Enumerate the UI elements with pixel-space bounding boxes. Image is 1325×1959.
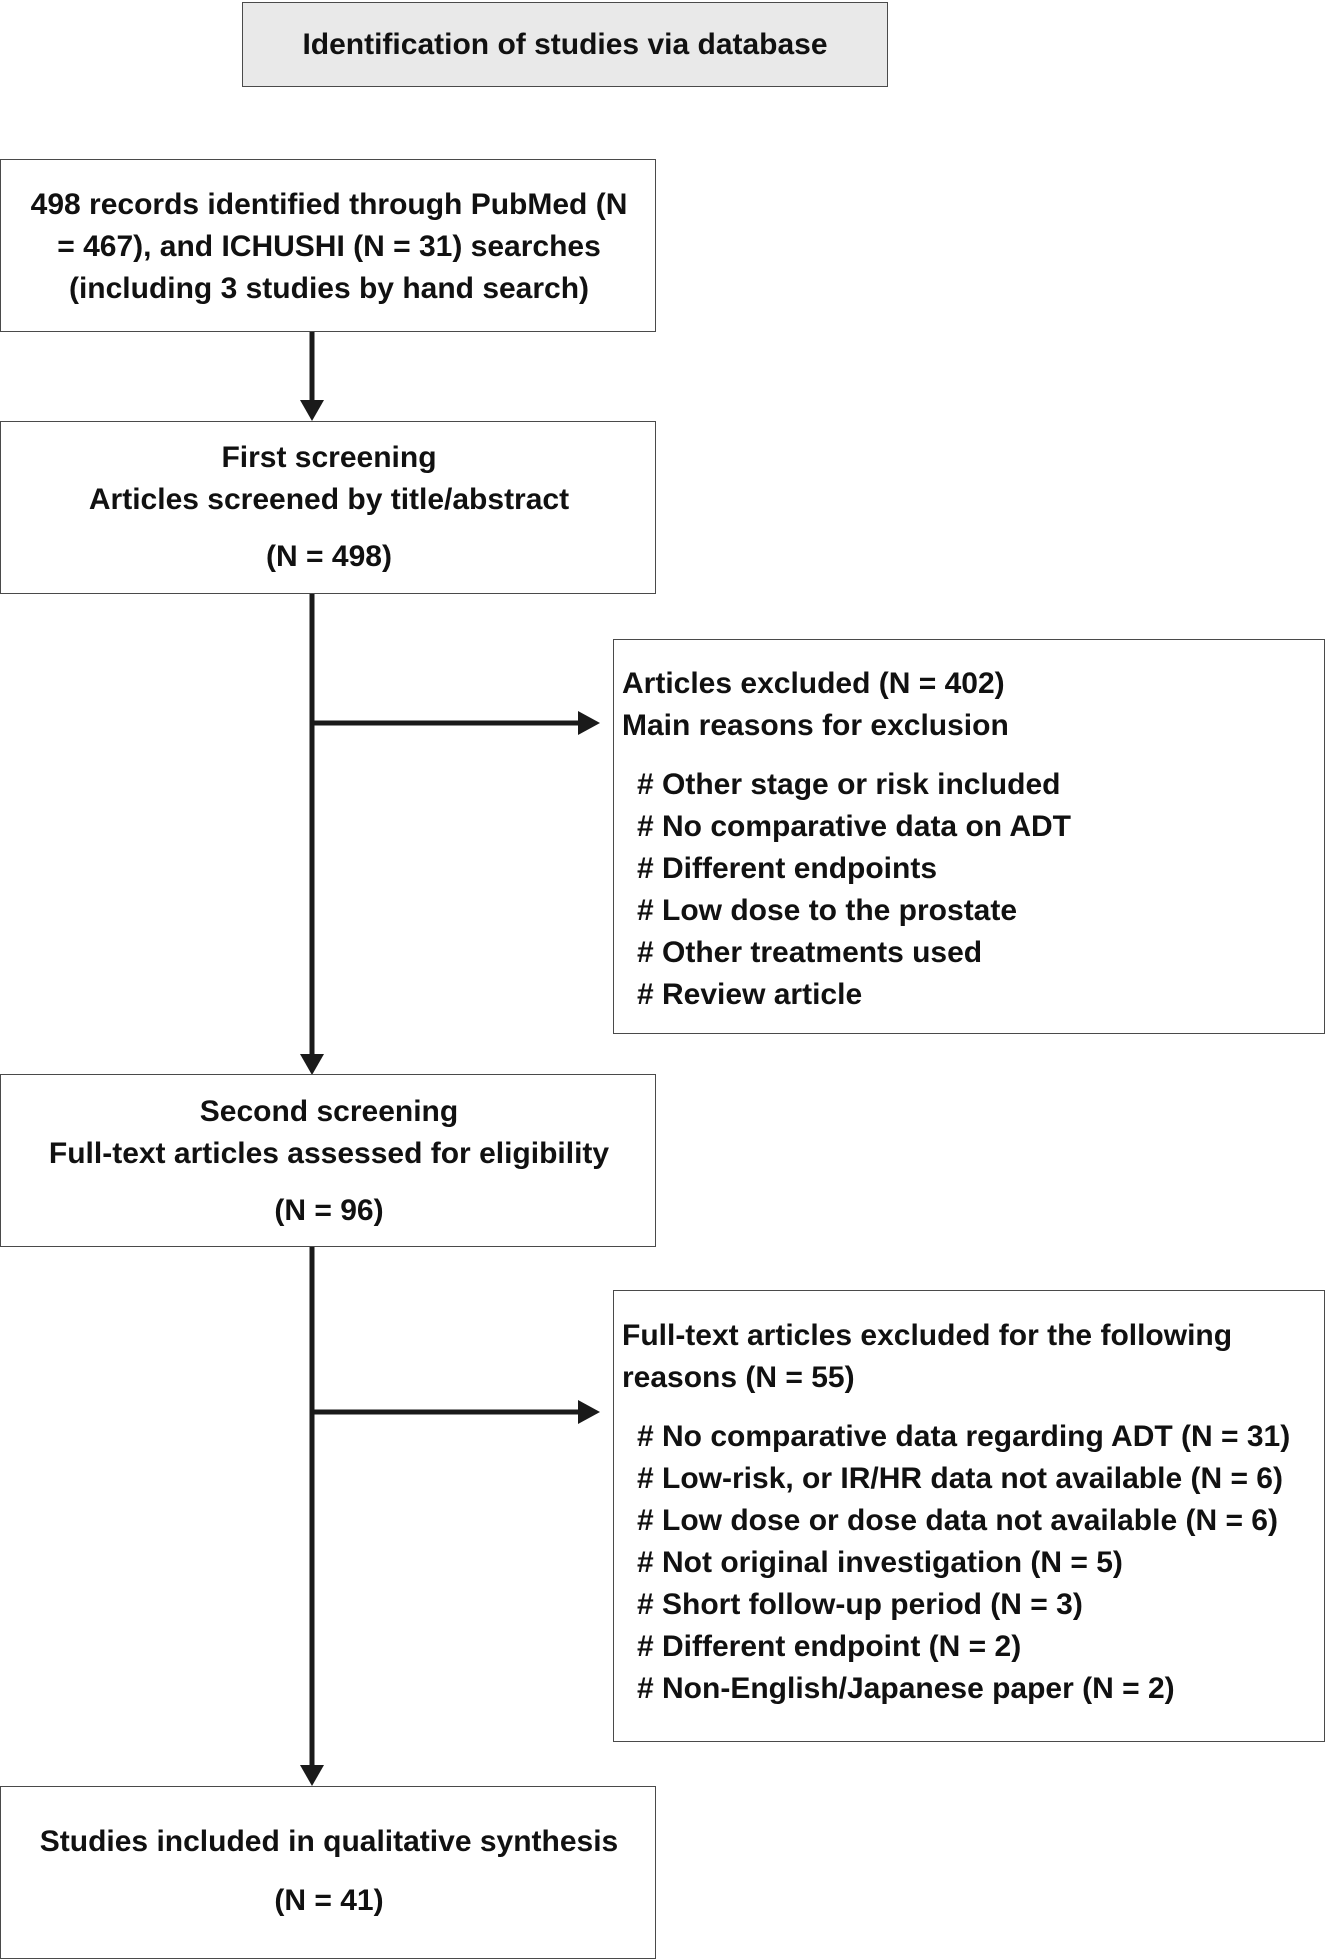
records-line-3: (including 3 studies by hand search) (68, 272, 590, 305)
arrowhead-first-to-second (300, 1054, 324, 1075)
excluded-second-title-line-2: reasons (N = 55) (622, 1361, 855, 1394)
arrowhead-records-to-first (300, 400, 324, 421)
arrowhead-second-to-included (300, 1765, 324, 1786)
excluded-first-reason-6: # Review article (637, 978, 863, 1011)
excluded-second-reason-6: # Different endpoint (N = 2) (637, 1630, 1022, 1663)
records-box: 498 records identified through PubMed (N… (0, 159, 656, 332)
second-screening-title: Second screening (199, 1095, 459, 1128)
excluded-first-reason-3: # Different endpoints (637, 852, 938, 885)
excluded-second-reason-1: # No comparative data regarding ADT (N =… (637, 1420, 1291, 1453)
excluded-first-title: Articles excluded (N = 402) (622, 667, 1005, 700)
excluded-second-reason-3: # Low dose or dose data not available (N… (637, 1504, 1278, 1537)
first-screening-subtitle: Articles screened by title/abstract (88, 483, 570, 516)
second-screening-subtitle: Full-text articles assessed for eligibil… (48, 1137, 610, 1170)
records-line-1: 498 records identified through PubMed (N (30, 188, 628, 221)
excluded-first-reason-2: # No comparative data on ADT (637, 810, 1071, 843)
second-screening-box: Second screening Full-text articles asse… (0, 1074, 656, 1247)
excluded-second-reason-7: # Non-English/Japanese paper (N = 2) (637, 1672, 1175, 1705)
records-line-2: = 467), and ICHUSHI (N = 31) searches (57, 230, 601, 263)
second-screening-count: (N = 96) (274, 1194, 384, 1227)
excluded-second-title-line-1: Full-text articles excluded for the foll… (622, 1319, 1233, 1352)
arrowhead-second-to-excluded (578, 1400, 600, 1424)
header-box: Identification of studies via database (242, 2, 888, 87)
excluded-first-reason-5: # Other treatments used (637, 936, 983, 969)
excluded-second-reason-4: # Not original investigation (N = 5) (637, 1546, 1123, 1579)
excluded-second-box: Full-text articles excluded for the foll… (613, 1290, 1325, 1742)
excluded-first-subtitle: Main reasons for exclusion (622, 709, 1009, 742)
included-box: Studies included in qualitative synthesi… (0, 1786, 656, 1959)
included-count: (N = 41) (274, 1884, 384, 1917)
first-screening-title: First screening (221, 441, 437, 474)
excluded-first-reason-1: # Other stage or risk included (637, 768, 1061, 801)
excluded-second-reason-2: # Low-risk, or IR/HR data not available … (637, 1462, 1283, 1495)
first-screening-box: First screening Articles screened by tit… (0, 421, 656, 594)
arrowhead-first-to-excluded (578, 711, 600, 735)
included-title: Studies included in qualitative synthesi… (39, 1825, 619, 1858)
first-screening-count: (N = 498) (266, 540, 392, 573)
excluded-first-box: Articles excluded (N = 402) Main reasons… (613, 639, 1325, 1034)
excluded-second-reason-5: # Short follow-up period (N = 3) (637, 1588, 1083, 1621)
excluded-first-reason-4: # Low dose to the prostate (637, 894, 1018, 927)
header-title: Identification of studies via database (302, 27, 828, 61)
